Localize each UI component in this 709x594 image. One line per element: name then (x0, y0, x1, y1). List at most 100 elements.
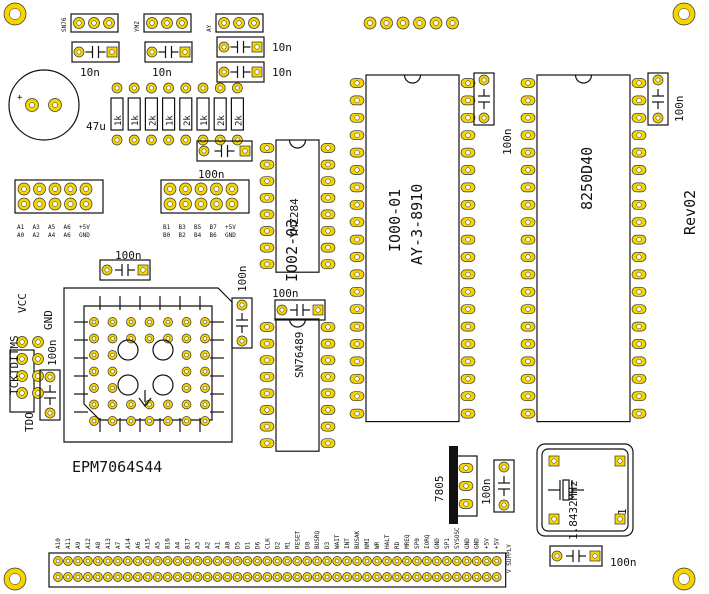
chip-pin (460, 95, 476, 106)
chip-pin (320, 371, 336, 382)
capacitor-pads (652, 74, 664, 124)
chip-pin (520, 356, 536, 367)
bus-pin (242, 572, 253, 582)
bus-pin-label: BUSRQ (314, 531, 321, 549)
bus-pin-label: A13 (105, 538, 112, 549)
bus-pin-label: A8 (95, 541, 102, 549)
bus-pin (382, 572, 392, 582)
chip-mid-top-line1: IO02-03 (283, 219, 301, 282)
cpld-pad (200, 383, 210, 393)
cap-res-outline (196, 140, 253, 162)
cap-ay2-label: 10n (272, 66, 292, 79)
bus-pin-label: MREQ (404, 534, 411, 549)
bus-pin (83, 556, 93, 566)
bus-pin (262, 572, 273, 582)
chip-pin (349, 373, 365, 384)
bus-pin-label: +5V (494, 538, 501, 549)
pad (44, 407, 56, 419)
resistor-body (127, 97, 141, 131)
chip-pin (460, 286, 476, 297)
bus-pin-label: HALT (384, 534, 391, 549)
resistor-pad (146, 82, 157, 94)
resistor-pad (232, 134, 243, 146)
jumper-pin (233, 17, 245, 29)
header-pin (429, 16, 443, 30)
cpld-pad (107, 317, 118, 327)
chip-pin (520, 112, 536, 123)
jumper-pin (248, 17, 260, 29)
cap-osc-outline (549, 545, 603, 567)
bus-pin-label: B16 (165, 538, 172, 549)
cpld-pad (163, 399, 173, 410)
header-label: A3 (33, 224, 41, 231)
bus-pin (63, 556, 73, 566)
bus-pin (332, 556, 343, 566)
pad (498, 499, 510, 511)
chip-pin (520, 408, 536, 419)
regulator-7805 (449, 446, 478, 524)
resistor-pad (128, 82, 140, 94)
pad-square (312, 304, 324, 316)
cpld-label: EPM7064S44 (72, 458, 162, 476)
header-pin (48, 197, 62, 211)
header-label: B2 (179, 232, 187, 239)
pad (218, 66, 230, 78)
pad (146, 46, 158, 58)
header-pin (194, 182, 208, 196)
bus-pin-label: IORQ (424, 534, 431, 549)
chip-pin (520, 147, 536, 158)
bus-pin (412, 556, 422, 566)
cpld-pad (163, 317, 173, 327)
chip-pin (460, 252, 476, 262)
chip-pin (259, 143, 275, 153)
chip-pin (349, 147, 365, 158)
cap-cpld-right-outline (231, 297, 253, 349)
jumper-pin (218, 17, 230, 29)
bus-pin-label: GND (464, 538, 471, 549)
cpld-pad (181, 366, 192, 377)
jumper-pin (103, 17, 115, 29)
cap-ay-side-label: 100n (501, 129, 514, 156)
bus-pin-label: NMI (364, 538, 371, 549)
oscillator-footprint (536, 443, 634, 537)
chip-pin (349, 199, 365, 210)
bus-pin (162, 556, 173, 566)
oscillator-pin1: 1 (616, 508, 629, 515)
chip-pin (349, 391, 365, 402)
chip-pin (259, 226, 275, 236)
bus-pin (73, 556, 83, 566)
chip-pin (320, 242, 336, 253)
cpld-pad (200, 366, 210, 377)
cap-mid-label: 100n (272, 287, 299, 300)
jtag-header (9, 336, 44, 413)
chip-pin (631, 339, 647, 349)
bus-pin (83, 572, 93, 582)
bus-pin-label: SYSOSC (454, 527, 461, 549)
jtag-gnd-label: GND (42, 310, 55, 330)
bus-pin-label: SP0 (414, 538, 421, 549)
chip-pin (259, 421, 275, 432)
chip-pin (520, 182, 536, 193)
chip-pin (259, 259, 275, 270)
chip-pin (320, 355, 336, 366)
chip-pin (320, 209, 336, 220)
chip-ay-line1: IO00-01 (386, 189, 404, 252)
header-label: GND (79, 232, 90, 239)
header-pin (380, 16, 393, 30)
capacitor-pads (276, 304, 324, 316)
chip-pin (349, 269, 365, 280)
pad (478, 112, 490, 124)
cpld-pad (89, 399, 99, 410)
capacitor-pads (218, 66, 263, 78)
header-label: B7 (210, 224, 218, 231)
header-label: B1 (163, 224, 171, 231)
bus-pin (53, 572, 63, 582)
header-pin (413, 16, 426, 30)
chip-pin (320, 438, 336, 449)
bus-pin (172, 572, 183, 582)
cap-res-label: 100n (198, 168, 225, 181)
chip-pin (349, 78, 365, 88)
chip-pin (349, 304, 365, 315)
resistor-pad (214, 82, 226, 94)
